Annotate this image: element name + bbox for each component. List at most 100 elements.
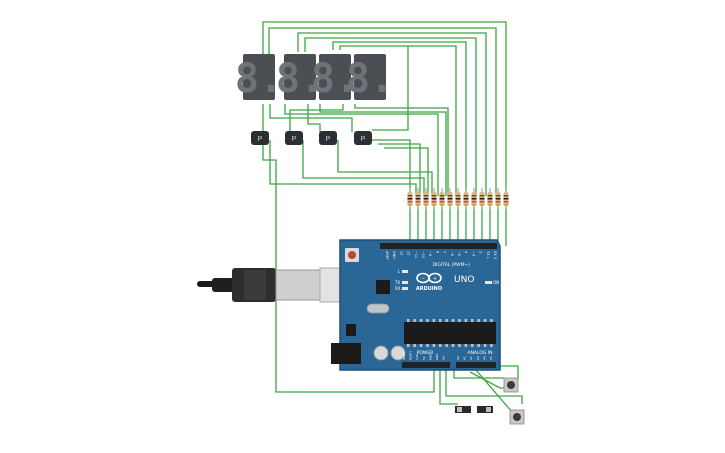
chip-pin [439,344,442,347]
wire[interactable] [297,32,487,196]
pin-label: ~6 [450,251,454,256]
chip-pin [407,344,410,347]
chip-pin [483,344,487,347]
resistor[interactable] [431,188,437,210]
pin-label: 8 [435,251,439,253]
seven-segment-display-4[interactable]: 8. [346,54,394,102]
pin-label: 12 [407,251,411,255]
pin-label: 13 [399,251,403,255]
resistor[interactable] [495,188,501,210]
pin-label: ~10 [421,251,425,258]
power-pin-label: GND [435,354,439,360]
pin-label: TX 1 [486,250,490,259]
pin-label: 4 [464,251,468,253]
resistor[interactable] [439,188,445,210]
wire[interactable] [262,21,507,196]
chip-pin [413,319,416,322]
transistor-label: P [361,136,366,143]
chip-pin [471,344,474,347]
digital-header-label: DIGITAL (PWM~) [433,262,471,268]
wire[interactable] [269,104,353,132]
wire[interactable] [453,368,504,379]
chip-pin [477,344,480,347]
wire[interactable] [378,143,421,196]
resistor[interactable] [455,188,461,210]
pin-label: 7 [443,251,447,253]
chip-pin [471,319,474,322]
transistor-2[interactable]: P [285,131,303,145]
capacitor-1 [373,345,389,361]
chip-pin [445,319,448,322]
slide-switch-1[interactable] [455,406,471,413]
wire[interactable] [302,140,425,196]
voltage-regulator [346,324,356,336]
pin-label: ~11 [414,251,418,258]
power-pin-label: 5V [422,356,426,360]
push-button-2[interactable] [509,409,525,425]
transistor-label: P [326,136,331,143]
led-tx-label: TX [394,280,400,285]
usb-chip [376,280,390,294]
chip-pin [413,344,416,347]
chip-pin [432,344,436,347]
transistor-4[interactable]: P [354,131,372,145]
pin-label: ~5 [457,251,461,256]
analog-pin-label: A4 [482,356,486,360]
display-digit: 8. [235,56,283,102]
wire[interactable] [337,140,433,196]
wire[interactable] [319,104,447,196]
wire[interactable] [284,104,439,196]
power-jack[interactable] [331,343,361,364]
resistor[interactable] [415,188,421,210]
chip-pin [419,319,423,322]
power-pin-label: RESET [409,351,413,360]
led-l [402,270,408,273]
transistor-1[interactable]: P [251,131,269,145]
wire[interactable] [372,139,411,196]
wire[interactable] [372,46,409,131]
wire[interactable] [354,104,449,196]
reset-button-cap [348,251,356,259]
chip-pin [483,319,487,322]
power-header [402,362,450,368]
wire[interactable] [475,369,513,413]
wire[interactable] [332,41,467,196]
usb-cable[interactable] [197,267,361,303]
resistor[interactable] [447,188,453,210]
wire[interactable] [269,140,417,196]
wire[interactable] [304,37,477,196]
transistor-label: P [292,136,297,143]
chip-pin [426,344,429,347]
wire[interactable] [384,147,429,196]
resistor[interactable] [463,188,469,210]
wire[interactable] [289,104,344,132]
wire[interactable] [268,27,497,196]
resistor[interactable] [423,188,429,210]
seven-segment-display-3[interactable]: 8. [311,54,359,102]
power-label: POWER [417,350,434,356]
display-digit: 8. [276,56,324,102]
logo-minus: − [421,276,425,282]
slide-switch-2[interactable] [477,406,493,413]
push-button-1[interactable] [503,377,519,393]
pin-label: ~9 [428,251,432,256]
transistor-3[interactable]: P [319,131,337,145]
led-tx [402,281,408,284]
wire[interactable] [439,368,458,405]
resistor[interactable] [503,188,509,210]
resistor[interactable] [487,188,493,210]
resistor[interactable] [407,188,413,210]
resistor[interactable] [471,188,477,210]
resistor[interactable] [479,188,485,210]
seven-segment-display-1[interactable]: 8. [235,54,283,102]
wire[interactable] [445,368,523,404]
wire[interactable] [339,45,457,196]
power-pin-label: IOREF [402,351,406,360]
chip-pin [458,319,461,322]
wire[interactable] [469,371,506,389]
seven-segment-display-2[interactable]: 8. [276,54,324,102]
analog-header [456,362,496,368]
pin-label: RX 0 [493,251,497,259]
